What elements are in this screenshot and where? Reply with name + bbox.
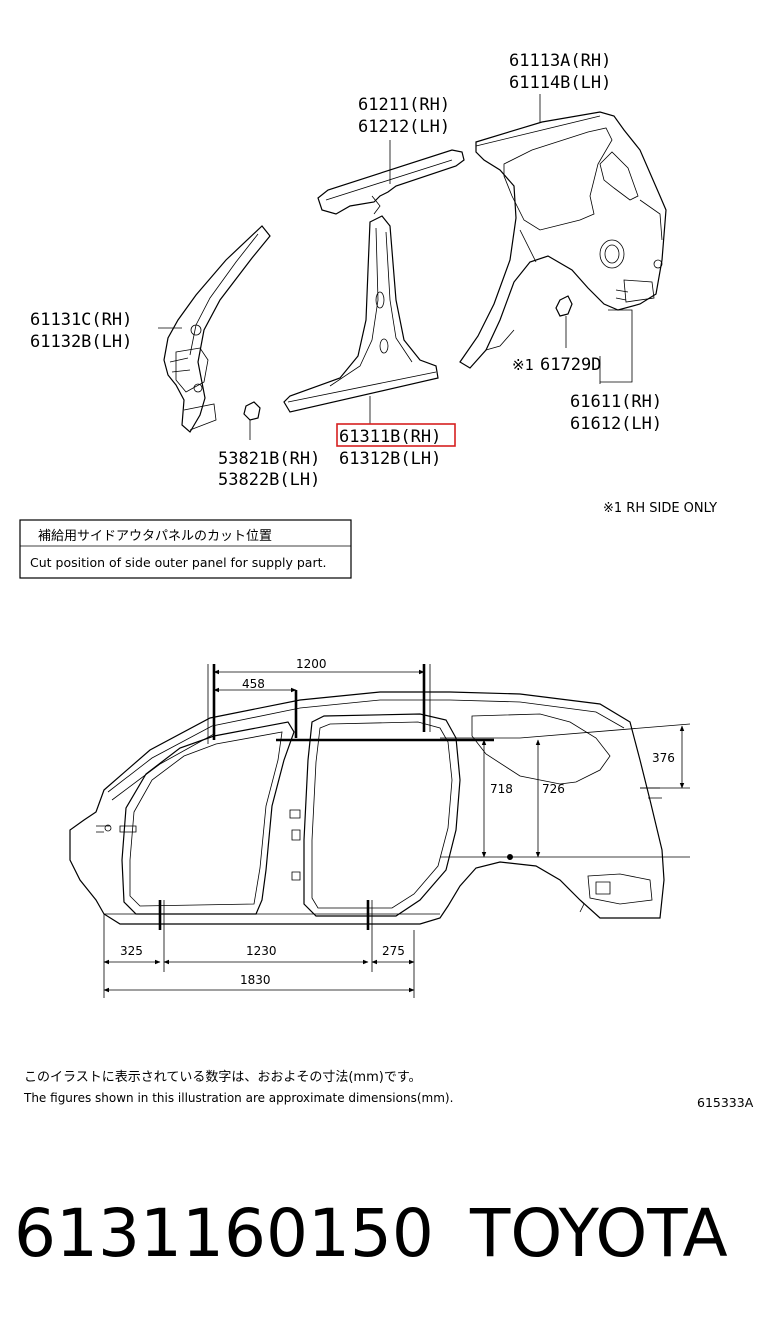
footer-ref: 615333A bbox=[697, 1095, 754, 1110]
label-roof-side-lh: 61114B(LH) bbox=[509, 73, 611, 93]
cut-position-box: 補給用サイドアウタパネルのカット位置 Cut position of side … bbox=[19, 519, 352, 579]
label-bracket-note: ※1 bbox=[512, 356, 534, 374]
dim-1200: 1200 bbox=[296, 657, 327, 671]
label-bracket-part: 61729D bbox=[540, 355, 601, 375]
label-quarter-rh: 61611(RH) bbox=[570, 392, 662, 412]
label-roof-side-rh: 61113A(RH) bbox=[509, 51, 611, 71]
front-pillar-drawing bbox=[163, 225, 271, 433]
label-front-pillar-lh: 61132B(LH) bbox=[30, 332, 132, 352]
note-rh-side-only: ※1 RH SIDE ONLY bbox=[603, 501, 717, 516]
dim-1830: 1830 bbox=[240, 973, 271, 987]
footer-japanese: このイラストに表示されている数字は、おおよその寸法(mm)です。 bbox=[24, 1070, 422, 1085]
leader-lines bbox=[158, 94, 633, 424]
bracket-drawing bbox=[555, 295, 573, 348]
label-quarter-lh: 61612(LH) bbox=[570, 414, 662, 434]
label-rocker-rh: 61311B(RH) bbox=[339, 427, 441, 447]
label-front-pillar-rh: 61131C(RH) bbox=[30, 310, 132, 330]
caption-part-number: 6131160150 bbox=[14, 1195, 434, 1272]
exploded-view: 61113A(RH) 61114B(LH) 61211(RH) 61212(LH… bbox=[30, 51, 717, 516]
caption-brand: TOYOTA bbox=[469, 1195, 728, 1272]
label-rocker-lh: 61312B(LH) bbox=[339, 449, 441, 469]
label-roof-rail-lh: 61212(LH) bbox=[358, 117, 450, 137]
center-pillar-rocker-drawing bbox=[283, 215, 439, 413]
label-clip-lh: 53822B(LH) bbox=[218, 470, 320, 490]
dim-275: 275 bbox=[382, 944, 405, 958]
side-panel-dimension-view: 1200 458 376 718 726 325 1230 275 1830 bbox=[69, 657, 691, 998]
dim-1230: 1230 bbox=[246, 944, 277, 958]
quarter-panel-drawing bbox=[459, 111, 667, 369]
dim-458: 458 bbox=[242, 677, 265, 691]
footer-english: The figures shown in this illustration a… bbox=[23, 1091, 453, 1105]
dim-718: 718 bbox=[490, 782, 513, 796]
roof-rail-drawing bbox=[317, 149, 465, 215]
highlight-box bbox=[336, 423, 456, 447]
dim-726: 726 bbox=[542, 782, 565, 796]
cut-box-japanese: 補給用サイドアウタパネルのカット位置 bbox=[38, 529, 272, 544]
clip-drawing bbox=[243, 401, 261, 440]
label-roof-rail-rh: 61211(RH) bbox=[358, 95, 450, 115]
cut-box-english: Cut position of side outer panel for sup… bbox=[30, 555, 326, 570]
dim-376: 376 bbox=[652, 751, 675, 765]
label-clip-rh: 53821B(RH) bbox=[218, 449, 320, 469]
dim-325: 325 bbox=[120, 944, 143, 958]
